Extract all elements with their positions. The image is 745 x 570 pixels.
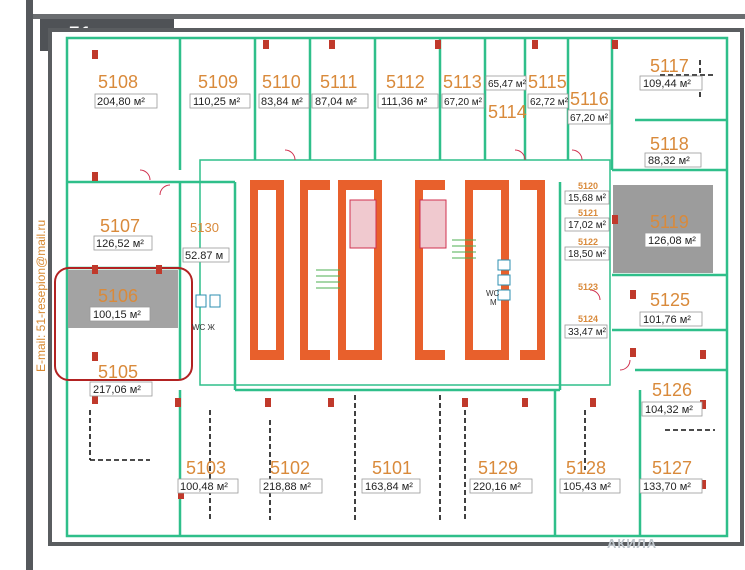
top-frame-bar [33, 14, 745, 19]
room-number-5108: 5108 [98, 72, 138, 92]
room-number-5109: 5109 [198, 72, 238, 92]
room-number-5116: 5116 [570, 89, 609, 109]
room-number-5121: 5121 [578, 208, 598, 218]
room-number-5105: 5105 [98, 362, 138, 382]
room-walls [65, 36, 729, 538]
room-number-5111: 5111 [320, 72, 357, 92]
room-number-5130: 5130 [190, 220, 219, 235]
wc-women-label: WC Ж [192, 323, 216, 332]
room-area-5121: 17,02 м² [568, 220, 607, 231]
room-number-5113: 5113 [443, 72, 482, 92]
room-area-5102: 218,88 м² [263, 481, 311, 493]
room-area-5107: 126,52 м² [96, 238, 144, 250]
room-area-5110: 83,84 м² [261, 96, 303, 108]
room-number-5123: 5123 [578, 282, 598, 292]
room-area-5101: 163,84 м² [365, 481, 413, 493]
room-area-5103: 100,48 м² [180, 481, 228, 493]
room-number-5112: 5112 [386, 72, 425, 92]
room-number-5118: 5118 [650, 134, 689, 154]
highlight-outline [54, 267, 193, 381]
room-number-5129: 5129 [478, 458, 518, 478]
wall-posts [92, 40, 706, 499]
room-area-5111: 87,04 м² [315, 96, 357, 108]
room-area-5130: 52.87 м [185, 250, 223, 262]
room-area-5112: 111,36 м² [381, 96, 428, 108]
room-area-5119: 126,08 м² [648, 235, 696, 247]
room-area-5114: 65,47 м² [488, 79, 527, 90]
wc-fixtures [195, 259, 511, 308]
room-area-5124: 33,47 м² [568, 327, 607, 338]
room-numbers: 5108 5109 5110 5111 5112 5113 5114 5115 … [98, 56, 692, 478]
room-area-5129: 220,16 м² [473, 481, 521, 493]
room-number-5110: 5110 [262, 72, 301, 92]
doors [139, 149, 631, 371]
wc-men-label-line2: М [490, 298, 497, 307]
room-area-5128: 105,43 м² [563, 481, 611, 493]
room-area-5117: 109,44 м² [643, 78, 691, 90]
shaft-markers [349, 199, 447, 249]
room-area-5120: 15,68 м² [568, 193, 607, 204]
room-number-5119: 5119 [650, 212, 689, 232]
room-number-5126: 5126 [652, 380, 692, 400]
room-number-5122: 5122 [578, 237, 598, 247]
room-area-5116: 67,20 м² [570, 113, 609, 124]
room-area-5105: 217,06 м² [93, 384, 141, 396]
room-area-5108: 204,80 м² [97, 96, 145, 108]
room-number-5127: 5127 [652, 458, 692, 478]
room-area-5109: 110,25 м² [193, 96, 240, 108]
watermark: АКИЛА [607, 536, 658, 551]
left-frame-bar [26, 0, 33, 570]
room-number-5117: 5117 [650, 56, 689, 76]
room-5119-fill [613, 185, 713, 273]
room-area-5113: 67,20 м² [444, 97, 483, 108]
room-number-5107: 5107 [100, 216, 140, 236]
room-number-5124: 5124 [578, 314, 598, 324]
room-number-5102: 5102 [270, 458, 310, 478]
room-area-5125: 101,76 м² [643, 314, 691, 326]
room-area-5127: 133,70 м² [643, 481, 691, 493]
area-boxes [89, 75, 703, 494]
room-areas: 204,80 м² 110,25 м² 83,84 м² 87,04 м² 11… [93, 78, 696, 493]
corridor-outline [199, 159, 611, 386]
room-number-5101: 5101 [372, 458, 412, 478]
room-number-5103: 5103 [186, 458, 226, 478]
room-area-5106: 100,15 м² [93, 309, 141, 321]
stairs [316, 239, 476, 289]
room-number-5114: 5114 [488, 102, 527, 122]
room-number-5120: 5120 [578, 181, 598, 191]
room-number-5106: 5106 [98, 286, 138, 306]
room-area-5122: 18,50 м² [568, 249, 607, 260]
room-number-5128: 5128 [566, 458, 606, 478]
room-area-5126: 104,32 м² [645, 404, 693, 416]
room-number-5115: 5115 [528, 72, 567, 92]
wc-men-label-line1: WC [486, 289, 500, 298]
room-area-5118: 88,32 м² [648, 155, 690, 167]
room-area-5115: 62,72 м² [530, 97, 569, 108]
room-number-5125: 5125 [650, 290, 690, 310]
